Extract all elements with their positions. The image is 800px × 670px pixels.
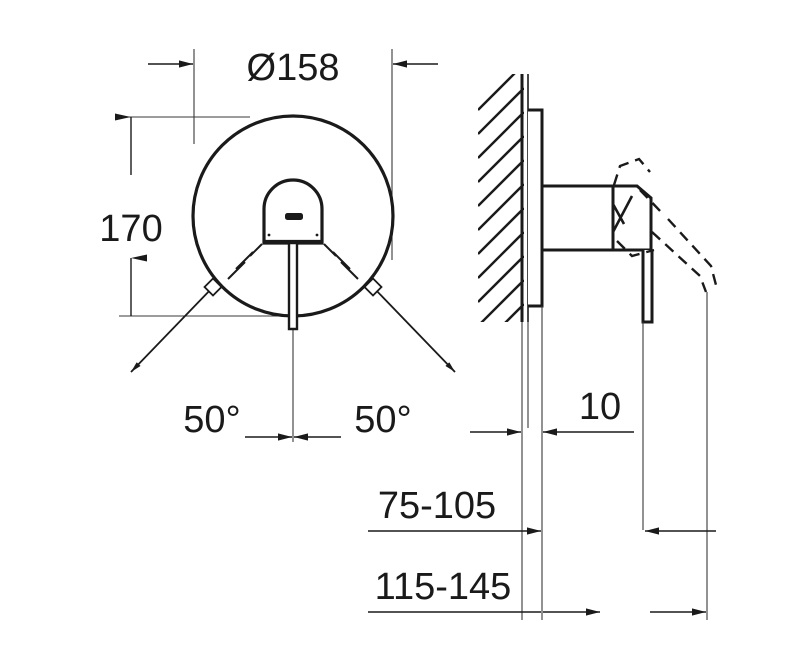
wall-hatching [478, 74, 524, 322]
dimension-height: 170 [99, 113, 163, 316]
lever-handle-front [262, 178, 324, 331]
dimension-diameter: Ø158 [148, 47, 438, 89]
dimension-diameter-label: Ø158 [247, 47, 340, 89]
dimension-angle-right: 50° [294, 399, 412, 441]
dimension-rough-in: 75-105 [368, 485, 716, 535]
dimension-angle-left: 50° [183, 399, 292, 441]
dimension-overall-projection: 115-145 [368, 566, 706, 616]
dimension-plate-thickness: 10 [470, 386, 634, 436]
handle-indicator-slot [285, 213, 303, 220]
mixer-body-section [540, 184, 615, 252]
escutcheon-plate-section [528, 108, 544, 308]
dimension-rough-in-label: 75-105 [378, 485, 496, 527]
front-view: Ø158 170 [99, 47, 456, 442]
lever-open-position-phantom [612, 157, 718, 293]
dimension-overall-projection-label: 115-145 [375, 566, 512, 608]
lever-arm-side [641, 250, 654, 324]
angle-leader-lines [130, 277, 456, 373]
dimension-height-label: 170 [99, 208, 162, 250]
handle-swing-hatching [227, 243, 359, 280]
dimension-angle-left-label: 50° [183, 399, 240, 441]
side-view-projection-lines [521, 292, 708, 620]
dimension-plate-thickness-label: 10 [579, 386, 621, 428]
side-section-view: 10 75-105 115-145 [368, 74, 718, 620]
dimension-angle-right-label: 50° [354, 399, 411, 441]
lever-internal-lines [611, 186, 634, 250]
wall-face [520, 74, 529, 322]
